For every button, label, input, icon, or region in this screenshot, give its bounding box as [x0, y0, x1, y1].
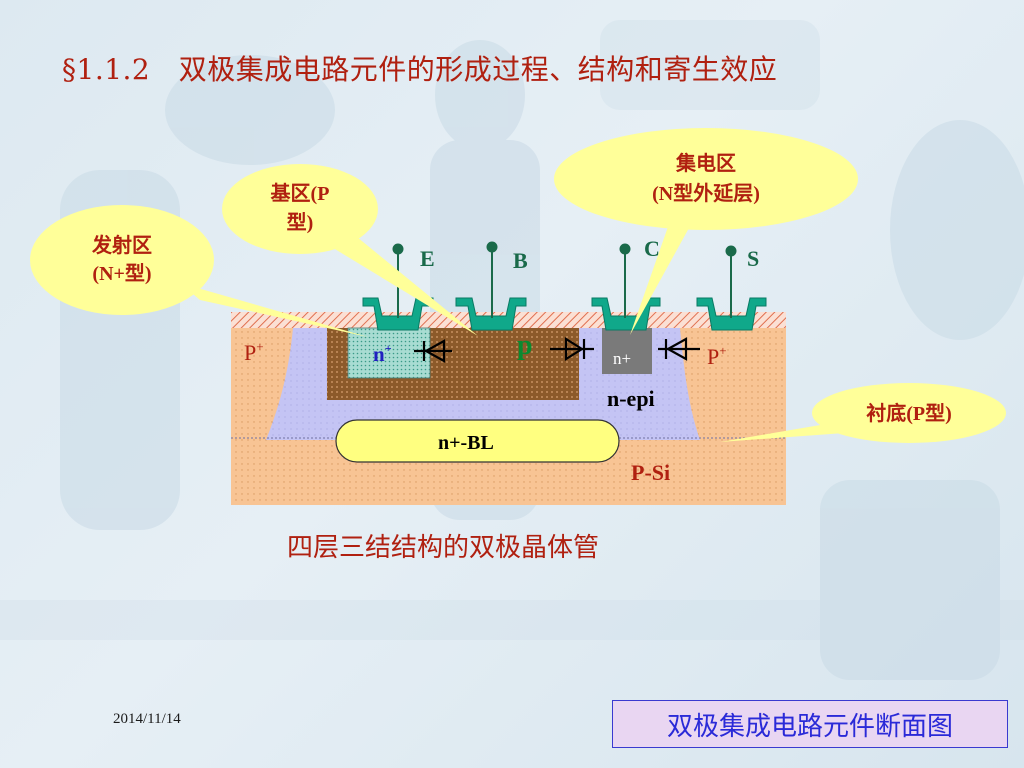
diode-collector-substrate — [658, 337, 700, 361]
terminal-b-label: B — [513, 248, 528, 273]
n-plus-collector-label: n+ — [613, 349, 631, 368]
footer-label: 双极集成电路元件断面图 — [612, 700, 1008, 748]
terminal-e-label: E — [420, 246, 435, 271]
callout-emitter-line2: (N+型) — [92, 262, 151, 285]
n-epi-label: n-epi — [607, 386, 655, 411]
metal-contact-b — [455, 297, 527, 331]
terminal-e-dot — [392, 243, 404, 255]
terminal-s-label: S — [747, 246, 759, 271]
terminal-c-label: C — [644, 236, 660, 261]
callout-collector-bubble — [554, 128, 858, 230]
callout-collector-line2: (N型外延层) — [652, 181, 760, 205]
callout-base-pointer — [320, 228, 478, 336]
slide-title: §1.1.2 双极集成电路元件的形成过程、结构和寄生效应 — [62, 53, 778, 86]
callout-emitter-bubble — [30, 205, 214, 315]
terminal-c-dot — [619, 243, 631, 255]
callout-base-bubble — [222, 164, 378, 254]
callout-base-line2: 型) — [287, 211, 314, 234]
buried-layer-label: n+-BL — [438, 432, 494, 454]
callout-collector-line1: 集电区 — [675, 151, 736, 175]
diode-emitter-base — [414, 339, 452, 363]
callout-collector-pointer — [630, 204, 700, 335]
diode-base-collector — [550, 337, 594, 361]
callout-substrate-bubble — [812, 383, 1006, 443]
callout-emitter-pointer — [180, 283, 368, 337]
p-plus-right-label: P+ — [707, 343, 727, 369]
p-base-label: p — [517, 330, 533, 361]
callout-emitter-line1: 发射区 — [91, 233, 152, 257]
callout-base-line1: 基区(P — [271, 182, 330, 205]
slide-date: 2014/11/14 — [113, 711, 181, 727]
p-plus-left-label: P+ — [244, 339, 264, 365]
n-plus-emitter-region — [347, 327, 431, 379]
terminal-s-dot — [725, 245, 737, 257]
callout-substrate-line1: 衬底(P型) — [866, 401, 952, 425]
n-plus-collector-region — [602, 328, 652, 374]
n-plus-emitter-label: n+ — [373, 341, 392, 366]
diagram-caption: 四层三结结构的双极晶体管 — [287, 533, 600, 563]
buried-layer — [335, 419, 620, 463]
terminal-b-dot — [486, 241, 498, 253]
substrate-label: P-Si — [631, 460, 670, 485]
metal-contact-s — [696, 297, 767, 331]
